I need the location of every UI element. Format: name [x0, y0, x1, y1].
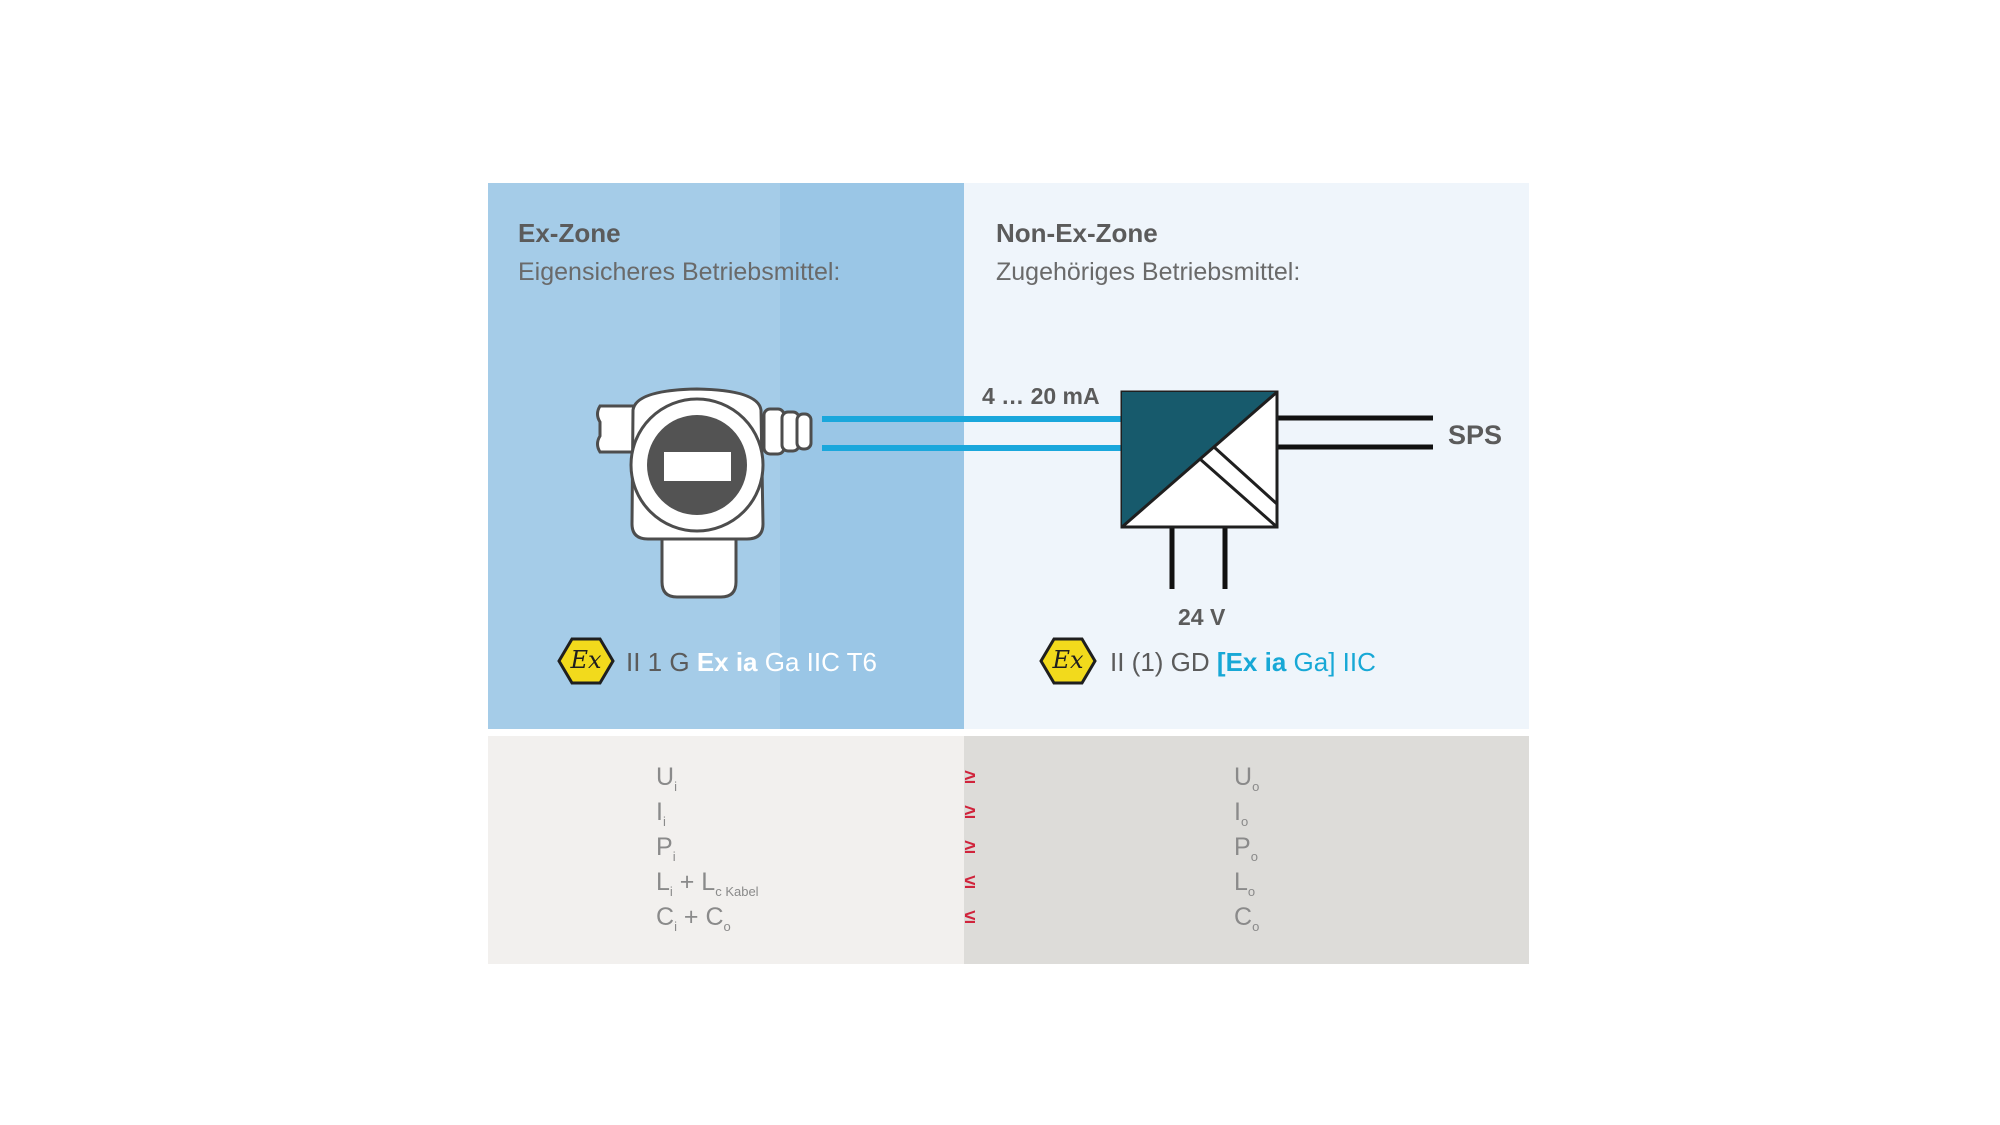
output-label-sps: SPS: [1448, 420, 1503, 450]
ex-badge-left-text: Ex: [570, 646, 602, 674]
comparison-right-row: Io: [1234, 798, 1249, 829]
ex-marking-device: II 1 G Ex ia Ga IIC T6: [626, 647, 877, 678]
ex-badge-right-text: Ex: [1052, 646, 1084, 674]
ex-marking-device-part1: II 1 G: [626, 647, 697, 677]
supply-label: 24 V: [1178, 604, 1226, 630]
ex-badge-right: [1039, 637, 1097, 685]
comparison-left-row: Ui: [656, 763, 677, 794]
isolating-barrier: [1120, 390, 1279, 529]
comparison-right-row: Uo: [1234, 763, 1260, 794]
transmitter-device: [596, 387, 813, 599]
comparison-left-row: Ci + Co: [656, 903, 731, 934]
ex-badge-left: [557, 637, 615, 685]
comparison-left-row: Pi: [656, 833, 676, 864]
nonex-zone-title: Non-Ex-Zone: [996, 218, 1158, 248]
comparison-right-panel: [964, 736, 1529, 964]
comparison-right-row: Po: [1234, 833, 1258, 864]
ex-marking-barrier-part3: Ga] IIC: [1286, 647, 1376, 677]
comparison-right-column: Uo Io Po Lo Co: [1234, 760, 1259, 935]
comparison-operator: ≤: [964, 871, 976, 893]
ex-marking-barrier-part2: [Ex ia: [1216, 647, 1287, 677]
ex-marking-device-part3: Ga IIC T6: [757, 647, 877, 677]
comparison-operator: ≥: [964, 836, 976, 858]
ex-marking-barrier-part1: II (1) GD: [1110, 647, 1217, 677]
nonex-zone-subtitle: Zugehöriges Betriebsmittel:: [996, 258, 1301, 286]
comparison-operator: ≥: [964, 766, 976, 788]
comparison-left-column: Ui Ii Pi Li + Lc Kabel Ci + Co: [656, 760, 759, 935]
comparison-operator: ≤: [964, 906, 976, 928]
comparison-operator: ≥: [964, 801, 976, 823]
comparison-left-row: Ii: [656, 798, 666, 829]
ex-zone-title: Ex-Zone: [518, 218, 621, 248]
ex-marking-barrier: II (1) GD [Ex ia Ga] IIC: [1110, 647, 1376, 678]
ex-zone-shade: [780, 183, 964, 729]
comparison-right-row: Co: [1234, 903, 1260, 934]
signal-label: 4 … 20 mA: [982, 383, 1100, 409]
ex-zone-subtitle: Eigensicheres Betriebsmittel:: [518, 258, 841, 286]
comparison-operator-column: ≥ ≥ ≥ ≤ ≤: [960, 760, 980, 935]
comparison-right-row: Lo: [1234, 868, 1256, 899]
comparison-left-panel: [488, 736, 964, 964]
ex-marking-device-part2: Ex ia: [696, 647, 758, 677]
comparison-left-row: Li + Lc Kabel: [656, 868, 759, 899]
